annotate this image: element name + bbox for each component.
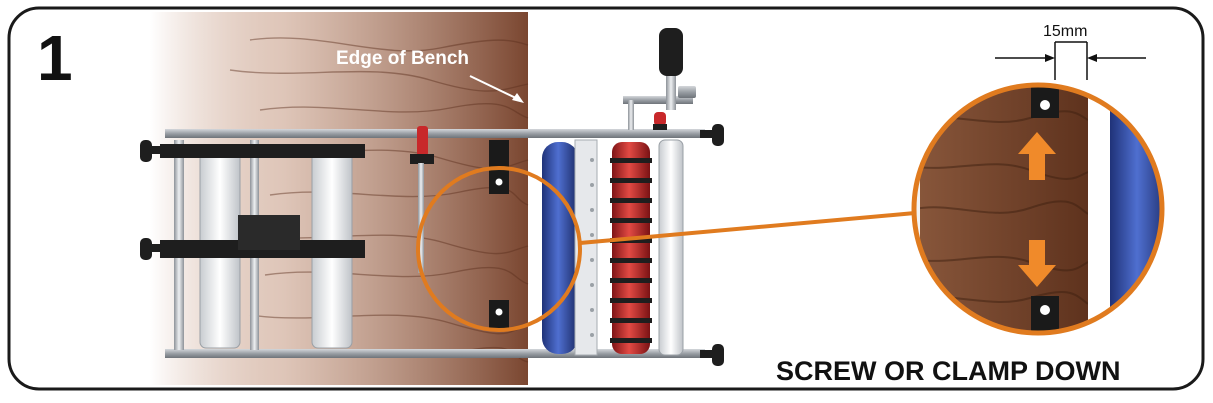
edge-pointer-line [469, 75, 521, 101]
dimension-15mm [995, 41, 1146, 80]
red-latch [417, 126, 428, 156]
step-number: 1 [37, 22, 73, 94]
handle-knob [659, 28, 683, 76]
edge-of-bench-label: Edge of Bench [336, 48, 469, 69]
zoom-detail [911, 82, 1165, 336]
bottom-rail [165, 349, 705, 358]
edge-pointer-arrowhead [512, 93, 524, 103]
machine-assembly [140, 28, 724, 366]
right-knobs [700, 124, 724, 366]
cross-bar-top [160, 144, 365, 158]
gap-measure-label: 15mm [1043, 23, 1087, 40]
center-block [238, 215, 300, 250]
callout-circle-small [416, 166, 582, 332]
instruction-text: SCREW OR CLAMP DOWN [776, 356, 1121, 386]
blue-roller [542, 142, 578, 354]
arrow-down-icon [1018, 240, 1056, 287]
callout-connector-line [579, 211, 916, 245]
right-roller [658, 139, 684, 356]
arrow-up-icon [1018, 132, 1056, 180]
guide-plate [574, 139, 598, 356]
callout-circle-large [911, 82, 1165, 336]
top-rail [165, 129, 705, 138]
handle-bracket [623, 96, 693, 104]
